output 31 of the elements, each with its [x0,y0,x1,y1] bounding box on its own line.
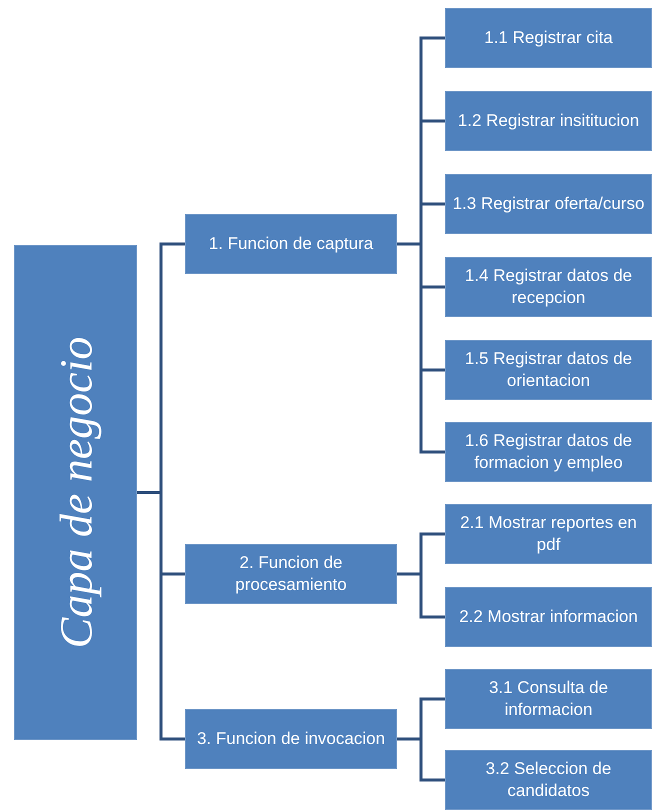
process-box [445,587,652,647]
process-box [445,8,652,68]
box-label: 1. Funcion de captura [208,232,374,255]
process-box [185,544,397,604]
box-label: 3. Funcion de invocacion [196,728,386,750]
box-label: 3.1 Consulta de informacion [488,676,610,721]
box-label: 1.5 Registrar datos de orientacion [464,348,634,392]
process-box [185,214,397,274]
process-box [445,91,652,151]
box-label: 1.2 Registrar insititucion [458,110,640,132]
process-box [445,422,652,482]
process-box [445,669,652,729]
box-label: 1.4 Registrar datos de recepcion [464,264,634,309]
box-label: 2. Funcion de procesamiento [234,552,348,596]
box-label: 1.6 Registrar datos de formacion y empleo [464,430,634,474]
box-label: 3.2 Seleccion de candidatos [484,758,612,802]
process-box [445,340,652,400]
process-box [185,709,397,769]
connector-line [397,242,445,454]
process-box [445,504,652,564]
box-label: 1.3 Registrar oferta/curso [452,192,644,215]
process-box [445,257,652,317]
connector-line [397,738,445,782]
box-label: 2.1 Mostrar reportes en pdf [459,512,638,556]
process-box [445,750,652,810]
layer-title: Capa de negocio [49,336,102,648]
layer-box [14,245,137,740]
process-box [445,174,652,234]
box-label: 2.2 Mostrar informacion [459,606,638,628]
connector-line [397,572,445,618]
box-label: 1.1 Registrar cita [484,26,613,49]
